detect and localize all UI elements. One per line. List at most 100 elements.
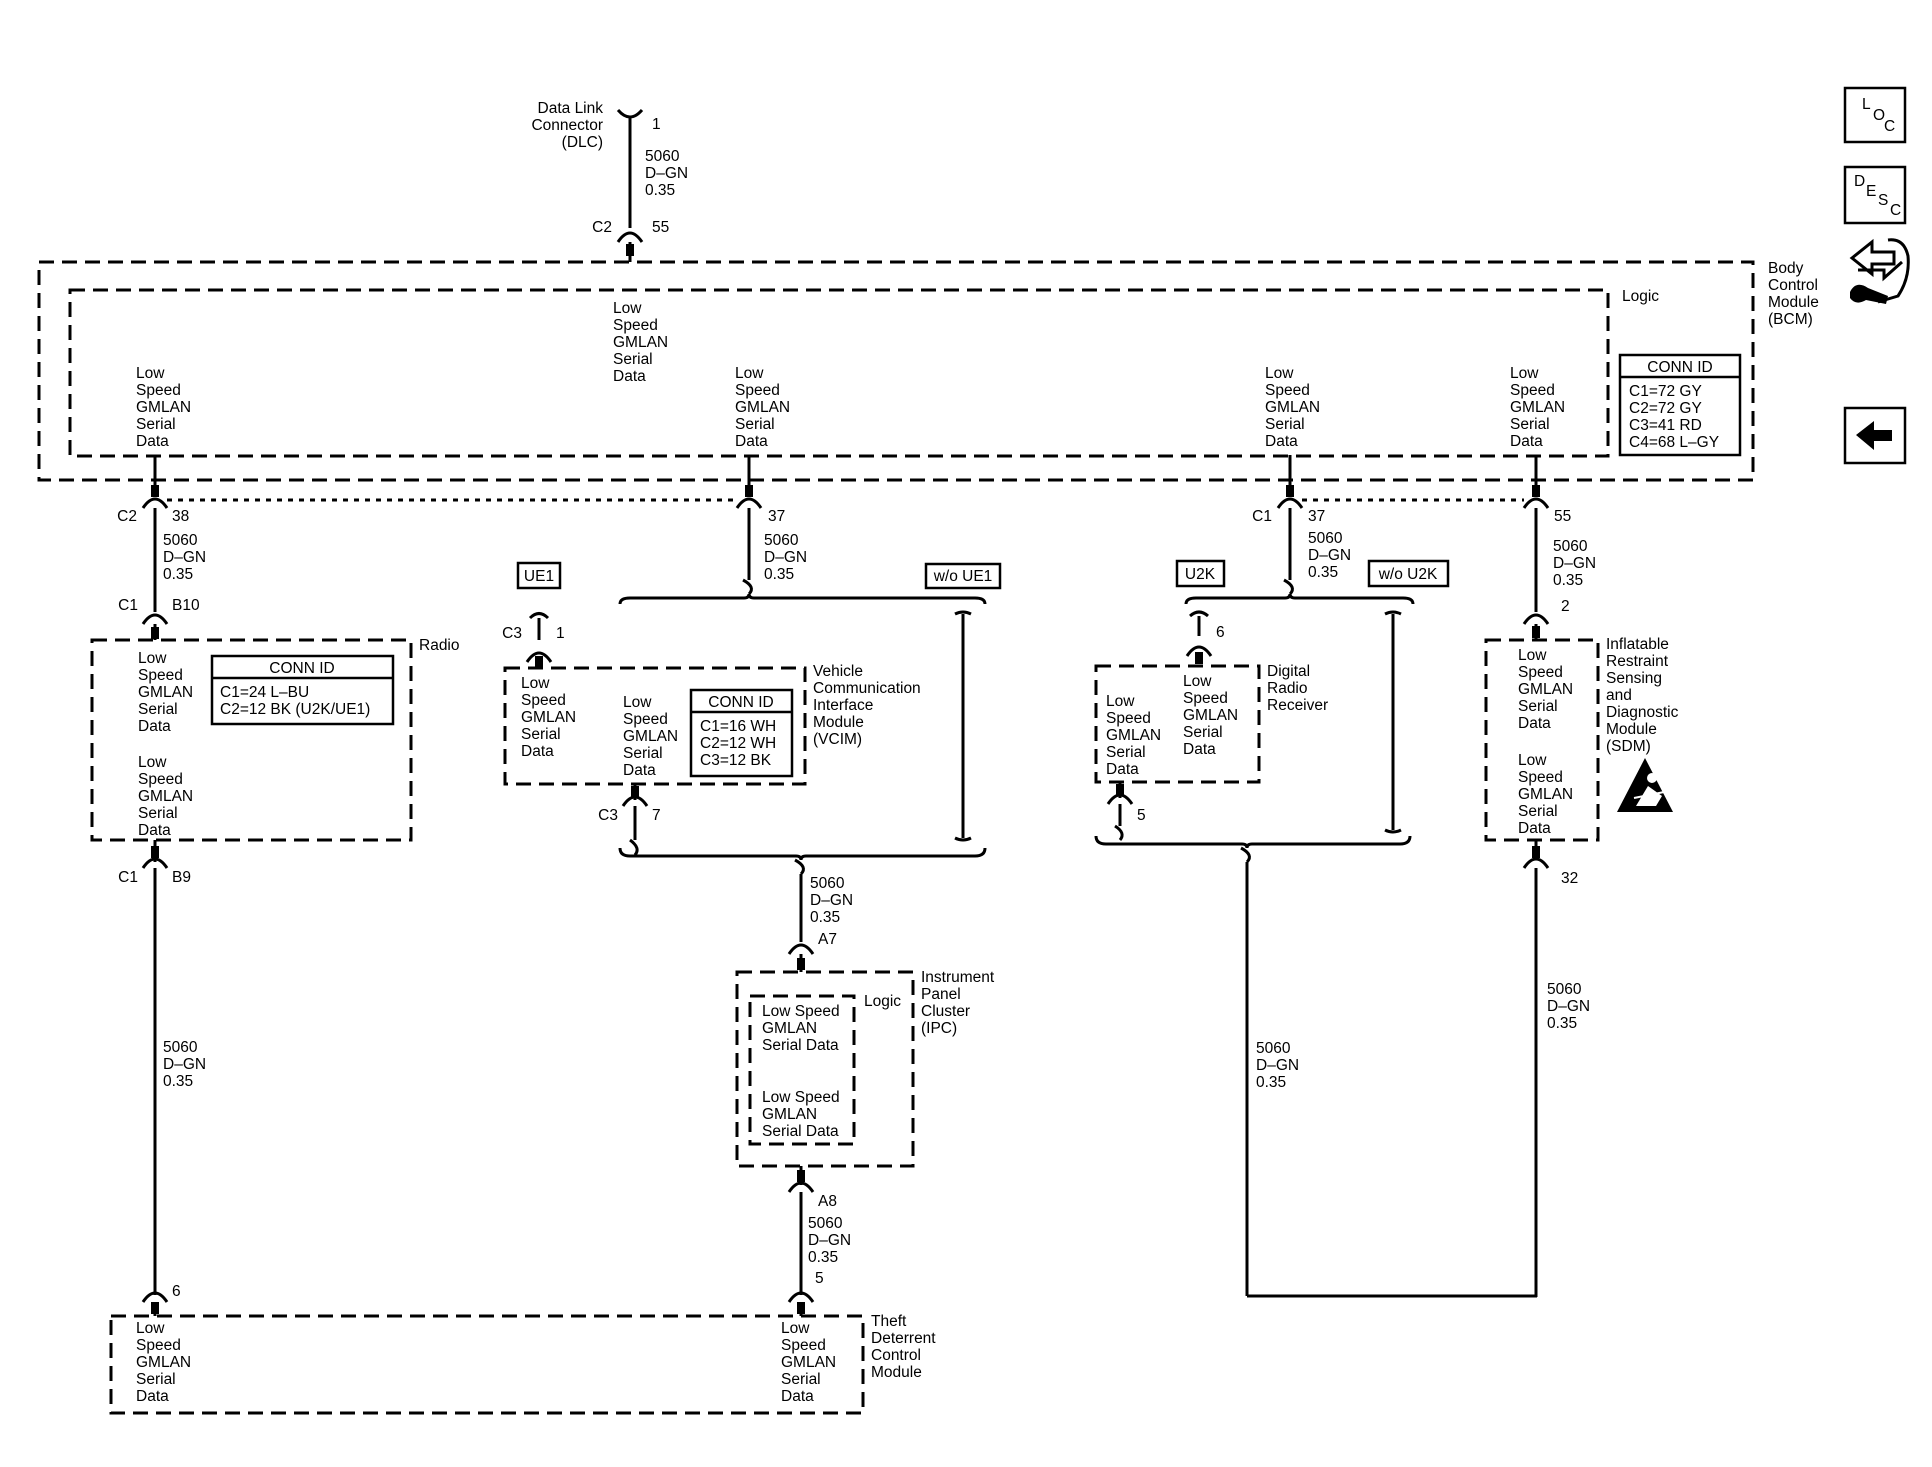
svg-text:38: 38: [172, 508, 189, 525]
svg-text:U2K: U2K: [1185, 566, 1216, 583]
connector-swap-icon[interactable]: [1849, 238, 1910, 304]
svg-text:B10: B10: [172, 597, 200, 614]
svg-text:C2: C2: [592, 219, 612, 236]
svg-text:1: 1: [556, 625, 565, 642]
svg-text:C1: C1: [118, 869, 138, 886]
svg-text:C3: C3: [502, 625, 522, 642]
svg-text:55: 55: [652, 219, 669, 236]
bcm-logic-label: Logic: [1622, 288, 1659, 305]
svg-text:L: L: [1862, 96, 1871, 113]
dlc-pin: 1: [652, 116, 661, 133]
option-ue1-badge: UE1: [516, 561, 562, 590]
option-wo-u2k-badge: w/o U2K: [1367, 559, 1450, 588]
description-button[interactable]: D E S C: [1843, 165, 1907, 225]
svg-text:B9: B9: [172, 869, 191, 886]
back-arrow-icon[interactable]: [1843, 406, 1907, 465]
svg-text:C3: C3: [598, 807, 618, 824]
svg-text:C1: C1: [1252, 508, 1272, 525]
svg-text:C: C: [1884, 118, 1895, 135]
svg-text:w/o UE1: w/o UE1: [933, 568, 993, 585]
option-u2k-badge: U2K: [1175, 559, 1226, 588]
svg-text:A8: A8: [818, 1193, 837, 1210]
svg-text:UE1: UE1: [524, 568, 554, 585]
svg-text:5: 5: [815, 1270, 824, 1287]
svg-text:37: 37: [1308, 508, 1325, 525]
option-wo-ue1-badge: w/o UE1: [924, 562, 1002, 590]
svg-text:6: 6: [1216, 624, 1225, 641]
svg-text:CONN ID: CONN ID: [1647, 359, 1712, 376]
svg-text:D: D: [1854, 173, 1865, 190]
svg-text:2: 2: [1561, 598, 1570, 615]
svg-text:w/o U2K: w/o U2K: [1378, 566, 1438, 583]
svg-text:CONN ID: CONN ID: [708, 694, 773, 711]
radio-name: Radio: [419, 637, 460, 654]
airbag-warning-icon: [1617, 758, 1673, 812]
svg-text:C2: C2: [117, 508, 137, 525]
svg-text:37: 37: [768, 508, 785, 525]
location-button[interactable]: L O C: [1843, 86, 1907, 144]
svg-text:55: 55: [1554, 508, 1571, 525]
ipc-logic-label: Logic: [864, 993, 901, 1010]
svg-text:C1: C1: [118, 597, 138, 614]
svg-text:7: 7: [652, 807, 661, 824]
svg-text:32: 32: [1561, 870, 1578, 887]
svg-text:O: O: [1873, 107, 1885, 124]
svg-text:5: 5: [1137, 807, 1146, 824]
svg-text:A7: A7: [818, 931, 837, 948]
svg-text:C: C: [1890, 202, 1901, 219]
svg-text:6: 6: [172, 1283, 181, 1300]
svg-text:S: S: [1878, 192, 1888, 209]
